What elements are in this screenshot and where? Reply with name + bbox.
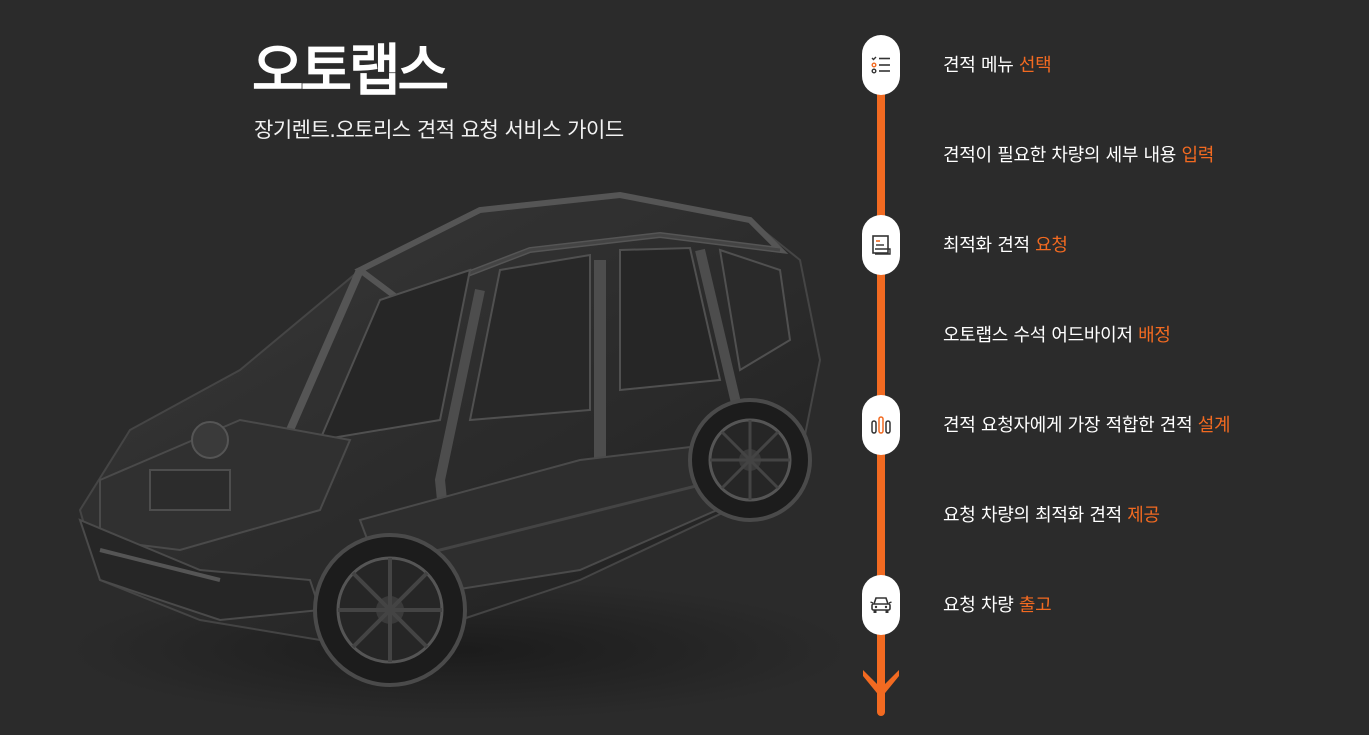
step-2: 견적이 필요한 차량의 세부 내용 입력 bbox=[943, 144, 1214, 168]
arrow-down-icon bbox=[863, 670, 899, 716]
step-3-label: 최적화 견적 bbox=[943, 235, 1036, 256]
step-2-highlight: 입력 bbox=[1181, 145, 1215, 166]
step-5: 견적 요청자에게 가장 적합한 견적 설계 bbox=[943, 414, 1231, 438]
step-badge-3 bbox=[862, 215, 900, 275]
page-subtitle: 장기렌트.오토리스 견적 요청 서비스 가이드 bbox=[254, 118, 624, 142]
step-4: 오토랩스 수석 어드바이저 배정 bbox=[943, 324, 1171, 348]
step-6: 요청 차량의 최적화 견적 제공 bbox=[943, 504, 1160, 528]
step-1-highlight: 선택 bbox=[1018, 55, 1052, 76]
step-badge-1 bbox=[862, 35, 900, 95]
step-1: 견적 메뉴 선택 bbox=[943, 54, 1052, 78]
car-icon bbox=[870, 597, 892, 613]
step-3: 최적화 견적 요청 bbox=[943, 234, 1068, 258]
step-6-highlight: 제공 bbox=[1127, 505, 1160, 526]
step-badge-5 bbox=[862, 395, 900, 455]
step-1-label: 견적 메뉴 bbox=[943, 55, 1019, 76]
step-5-label: 견적 요청자에게 가장 적합한 견적 bbox=[943, 415, 1198, 436]
step-5-highlight: 설계 bbox=[1197, 415, 1231, 436]
checklist-icon bbox=[871, 56, 890, 74]
step-4-label: 오토랩스 수석 어드바이저 bbox=[943, 325, 1139, 346]
step-2-label: 견적이 필요한 차량의 세부 내용 bbox=[943, 145, 1182, 166]
document-icon bbox=[872, 235, 891, 255]
step-badge-7 bbox=[862, 575, 900, 635]
step-3-highlight: 요청 bbox=[1035, 235, 1068, 256]
step-6-label: 요청 차량의 최적화 견적 bbox=[943, 505, 1128, 526]
step-7-label: 요청 차량 bbox=[943, 595, 1019, 616]
car-chassis-illustration bbox=[70, 191, 840, 720]
step-7-highlight: 출고 bbox=[1018, 595, 1052, 616]
step-4-highlight: 배정 bbox=[1138, 325, 1171, 346]
step-7: 요청 차량 출고 bbox=[943, 594, 1052, 618]
page-title: 오토랩스 bbox=[252, 39, 449, 104]
chart-bars-icon bbox=[871, 416, 891, 434]
timeline-line bbox=[877, 60, 885, 690]
